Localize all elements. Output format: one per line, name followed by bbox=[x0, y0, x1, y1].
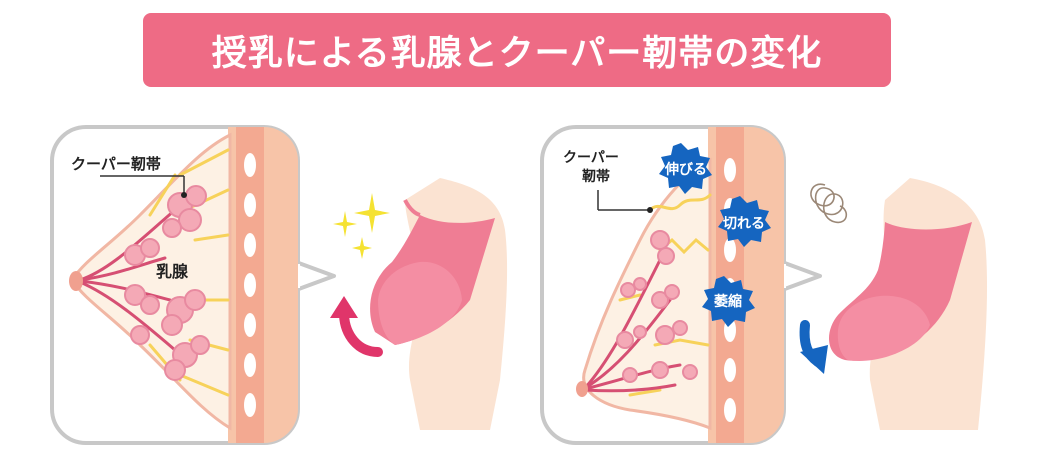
badge-shrink: 萎縮 bbox=[702, 276, 755, 327]
label-cooper-ligament: クーパー靭帯 bbox=[71, 155, 161, 173]
after-body-figure bbox=[828, 178, 988, 430]
worry-scribble-icon bbox=[810, 183, 848, 224]
badge-stretch: 伸びる bbox=[659, 143, 712, 194]
badge-shrink-text: 萎縮 bbox=[713, 293, 742, 310]
label-cooper-line2: 靭帯 bbox=[582, 168, 610, 185]
label-cooper-line1: クーパー bbox=[563, 150, 619, 166]
badge-cut: 切れる bbox=[718, 196, 771, 247]
sparkle-icon bbox=[333, 193, 390, 259]
before-body-figure bbox=[370, 178, 508, 430]
before-breast-section bbox=[69, 127, 298, 443]
page-title: 授乳による乳腺とクーパー靭帯の変化 bbox=[211, 33, 823, 74]
lift-arrow-icon bbox=[339, 310, 383, 357]
badge-cut-text: 切れる bbox=[723, 216, 765, 232]
title-banner: 授乳による乳腺とクーパー靭帯の変化 bbox=[143, 13, 891, 87]
badge-stretch-text: 伸びる bbox=[664, 161, 707, 178]
label-mammary-gland: 乳腺 bbox=[156, 262, 189, 281]
